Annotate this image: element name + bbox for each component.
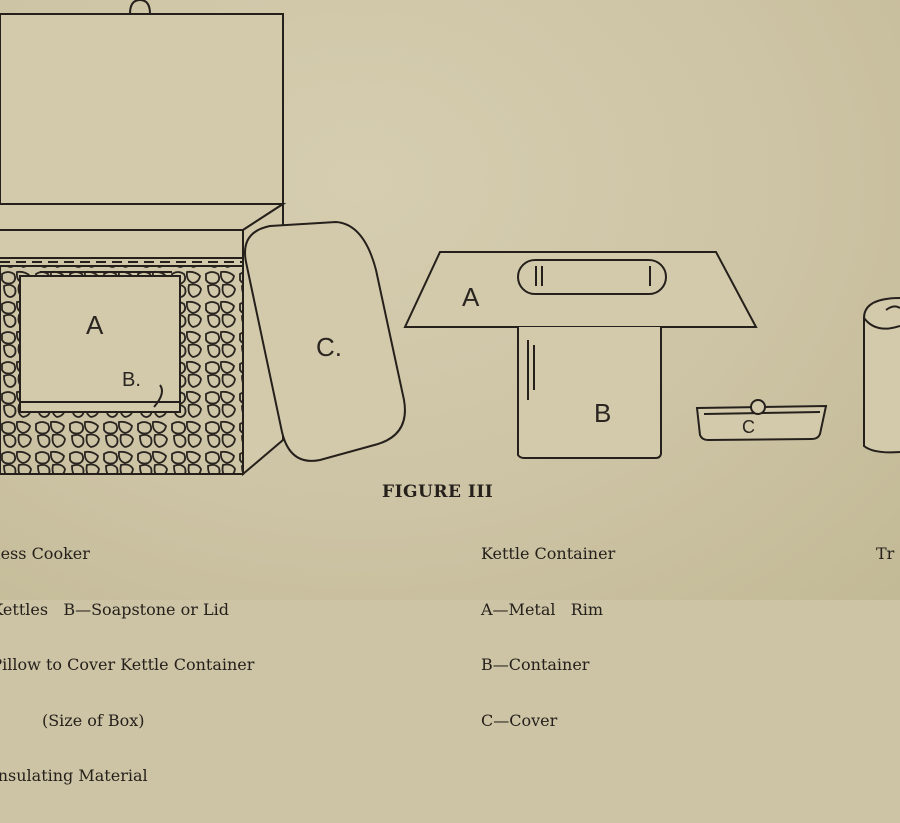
caption-line: Tr <box>876 544 895 563</box>
figure-title: FIGURE III <box>382 482 494 502</box>
label-kettle-a: A <box>86 310 104 340</box>
middle-caption: Kettle Container A—Metal Rim B—Container… <box>481 508 615 767</box>
scanned-page: A B. C. A B C FIGURE III eless Cooker -K… <box>0 0 900 785</box>
cooker-box <box>0 0 287 477</box>
label-rim-a: A <box>462 282 480 312</box>
right-cylinder <box>863 297 900 454</box>
caption-line: -Insulating Material <box>0 766 148 785</box>
caption-line: (Size of Box) <box>0 710 145 730</box>
right-caption: Tr <box>876 508 896 601</box>
label-cover-small-c: C <box>742 417 755 437</box>
label-cover-c: C. <box>316 332 342 362</box>
caption-line: -Pillow to Cover Kettle Container <box>0 655 255 674</box>
container-cover <box>695 399 828 442</box>
caption-line: A—Metal Rim <box>481 599 604 619</box>
label-soapstone-b: B. <box>122 369 141 391</box>
figure-illustration <box>0 0 900 477</box>
caption-line: eless Cooker <box>0 544 90 563</box>
caption-line: C—Cover <box>481 710 558 730</box>
caption-line: B—Container <box>481 655 590 674</box>
caption-line: -Kettles B—Soapstone or Lid <box>0 599 229 619</box>
label-container-b: B <box>594 398 612 428</box>
kettle-container <box>403 251 758 459</box>
caption-line: Kettle Container <box>481 544 616 563</box>
left-caption: eless Cooker -Kettles B—Soapstone or Lid… <box>0 508 254 823</box>
pillow-cover <box>244 220 406 462</box>
